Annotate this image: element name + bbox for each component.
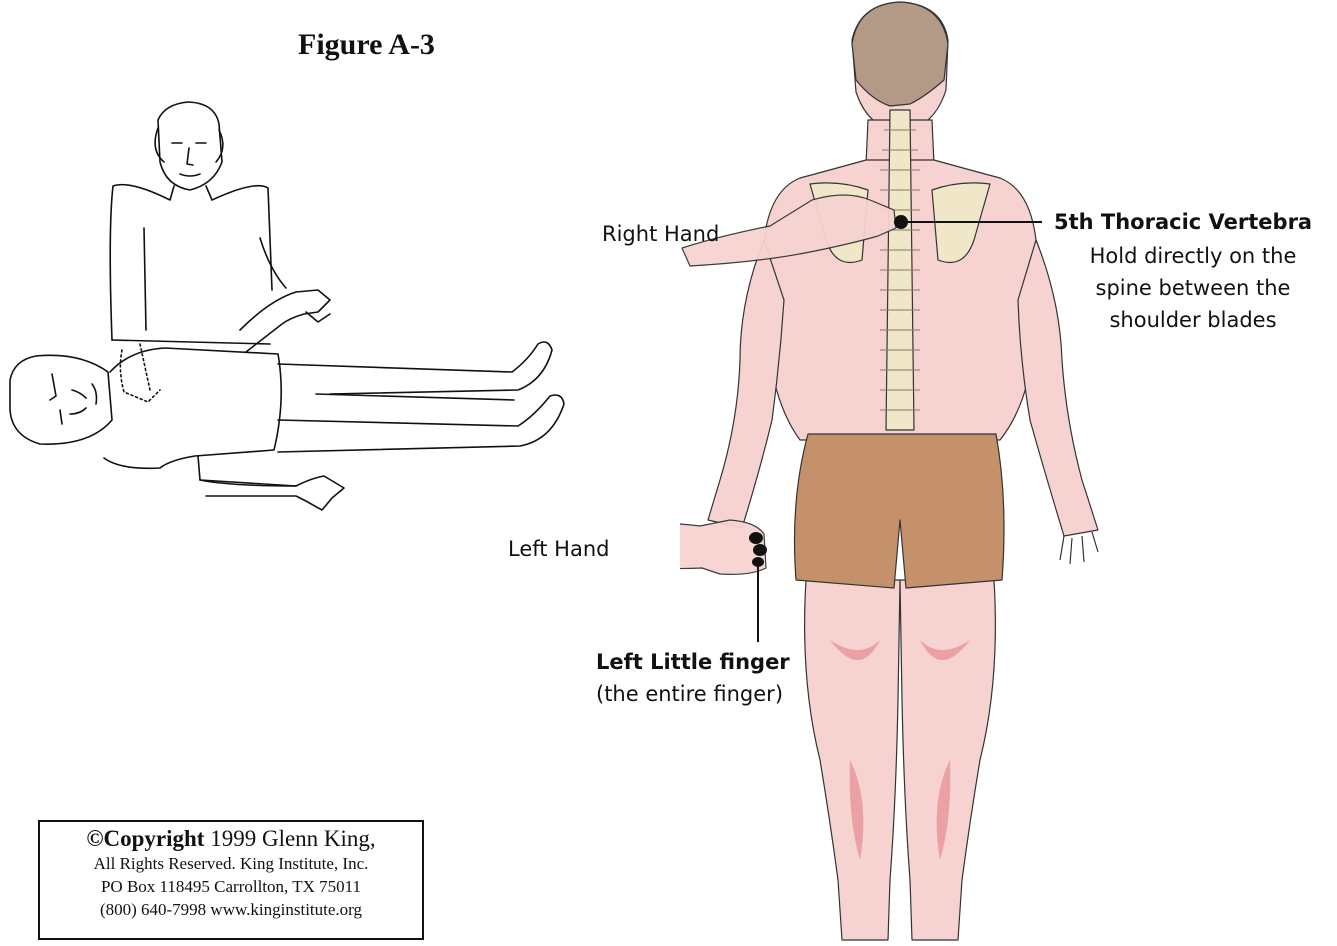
vertebra-note-1: Hold directly on the [1078,244,1308,268]
vertebra-note-3: shoulder blades [1078,308,1308,332]
line-drawing-two-people-icon [0,90,600,650]
vertebra-title: 5th Thoracic Vertebra [1054,210,1312,234]
copyright-line-4: (800) 640-7998 www.kinginstitute.org [40,898,422,921]
left-hand-label: Left Hand [508,537,609,561]
copyright-year-owner: 1999 Glenn King, [204,826,375,851]
copyright-bold: ©Copyright [86,826,204,851]
right-hand-label: Right Hand [602,222,719,246]
vertebra-note-2: spine between the [1078,276,1308,300]
copyright-box: ©Copyright 1999 Glenn King, All Rights R… [38,820,424,940]
finger-title: Left Little finger [596,650,790,674]
copyright-line-2: All Rights Reserved. King Institute, Inc… [40,852,422,875]
figure-title: Figure A-3 [298,28,435,62]
human-back-anatomy-icon [680,0,1100,946]
copyright-line-1: ©Copyright 1999 Glenn King, [40,826,422,852]
finger-note: (the entire finger) [596,682,783,706]
copyright-line-3: PO Box 118495 Carrollton, TX 75011 [40,875,422,898]
